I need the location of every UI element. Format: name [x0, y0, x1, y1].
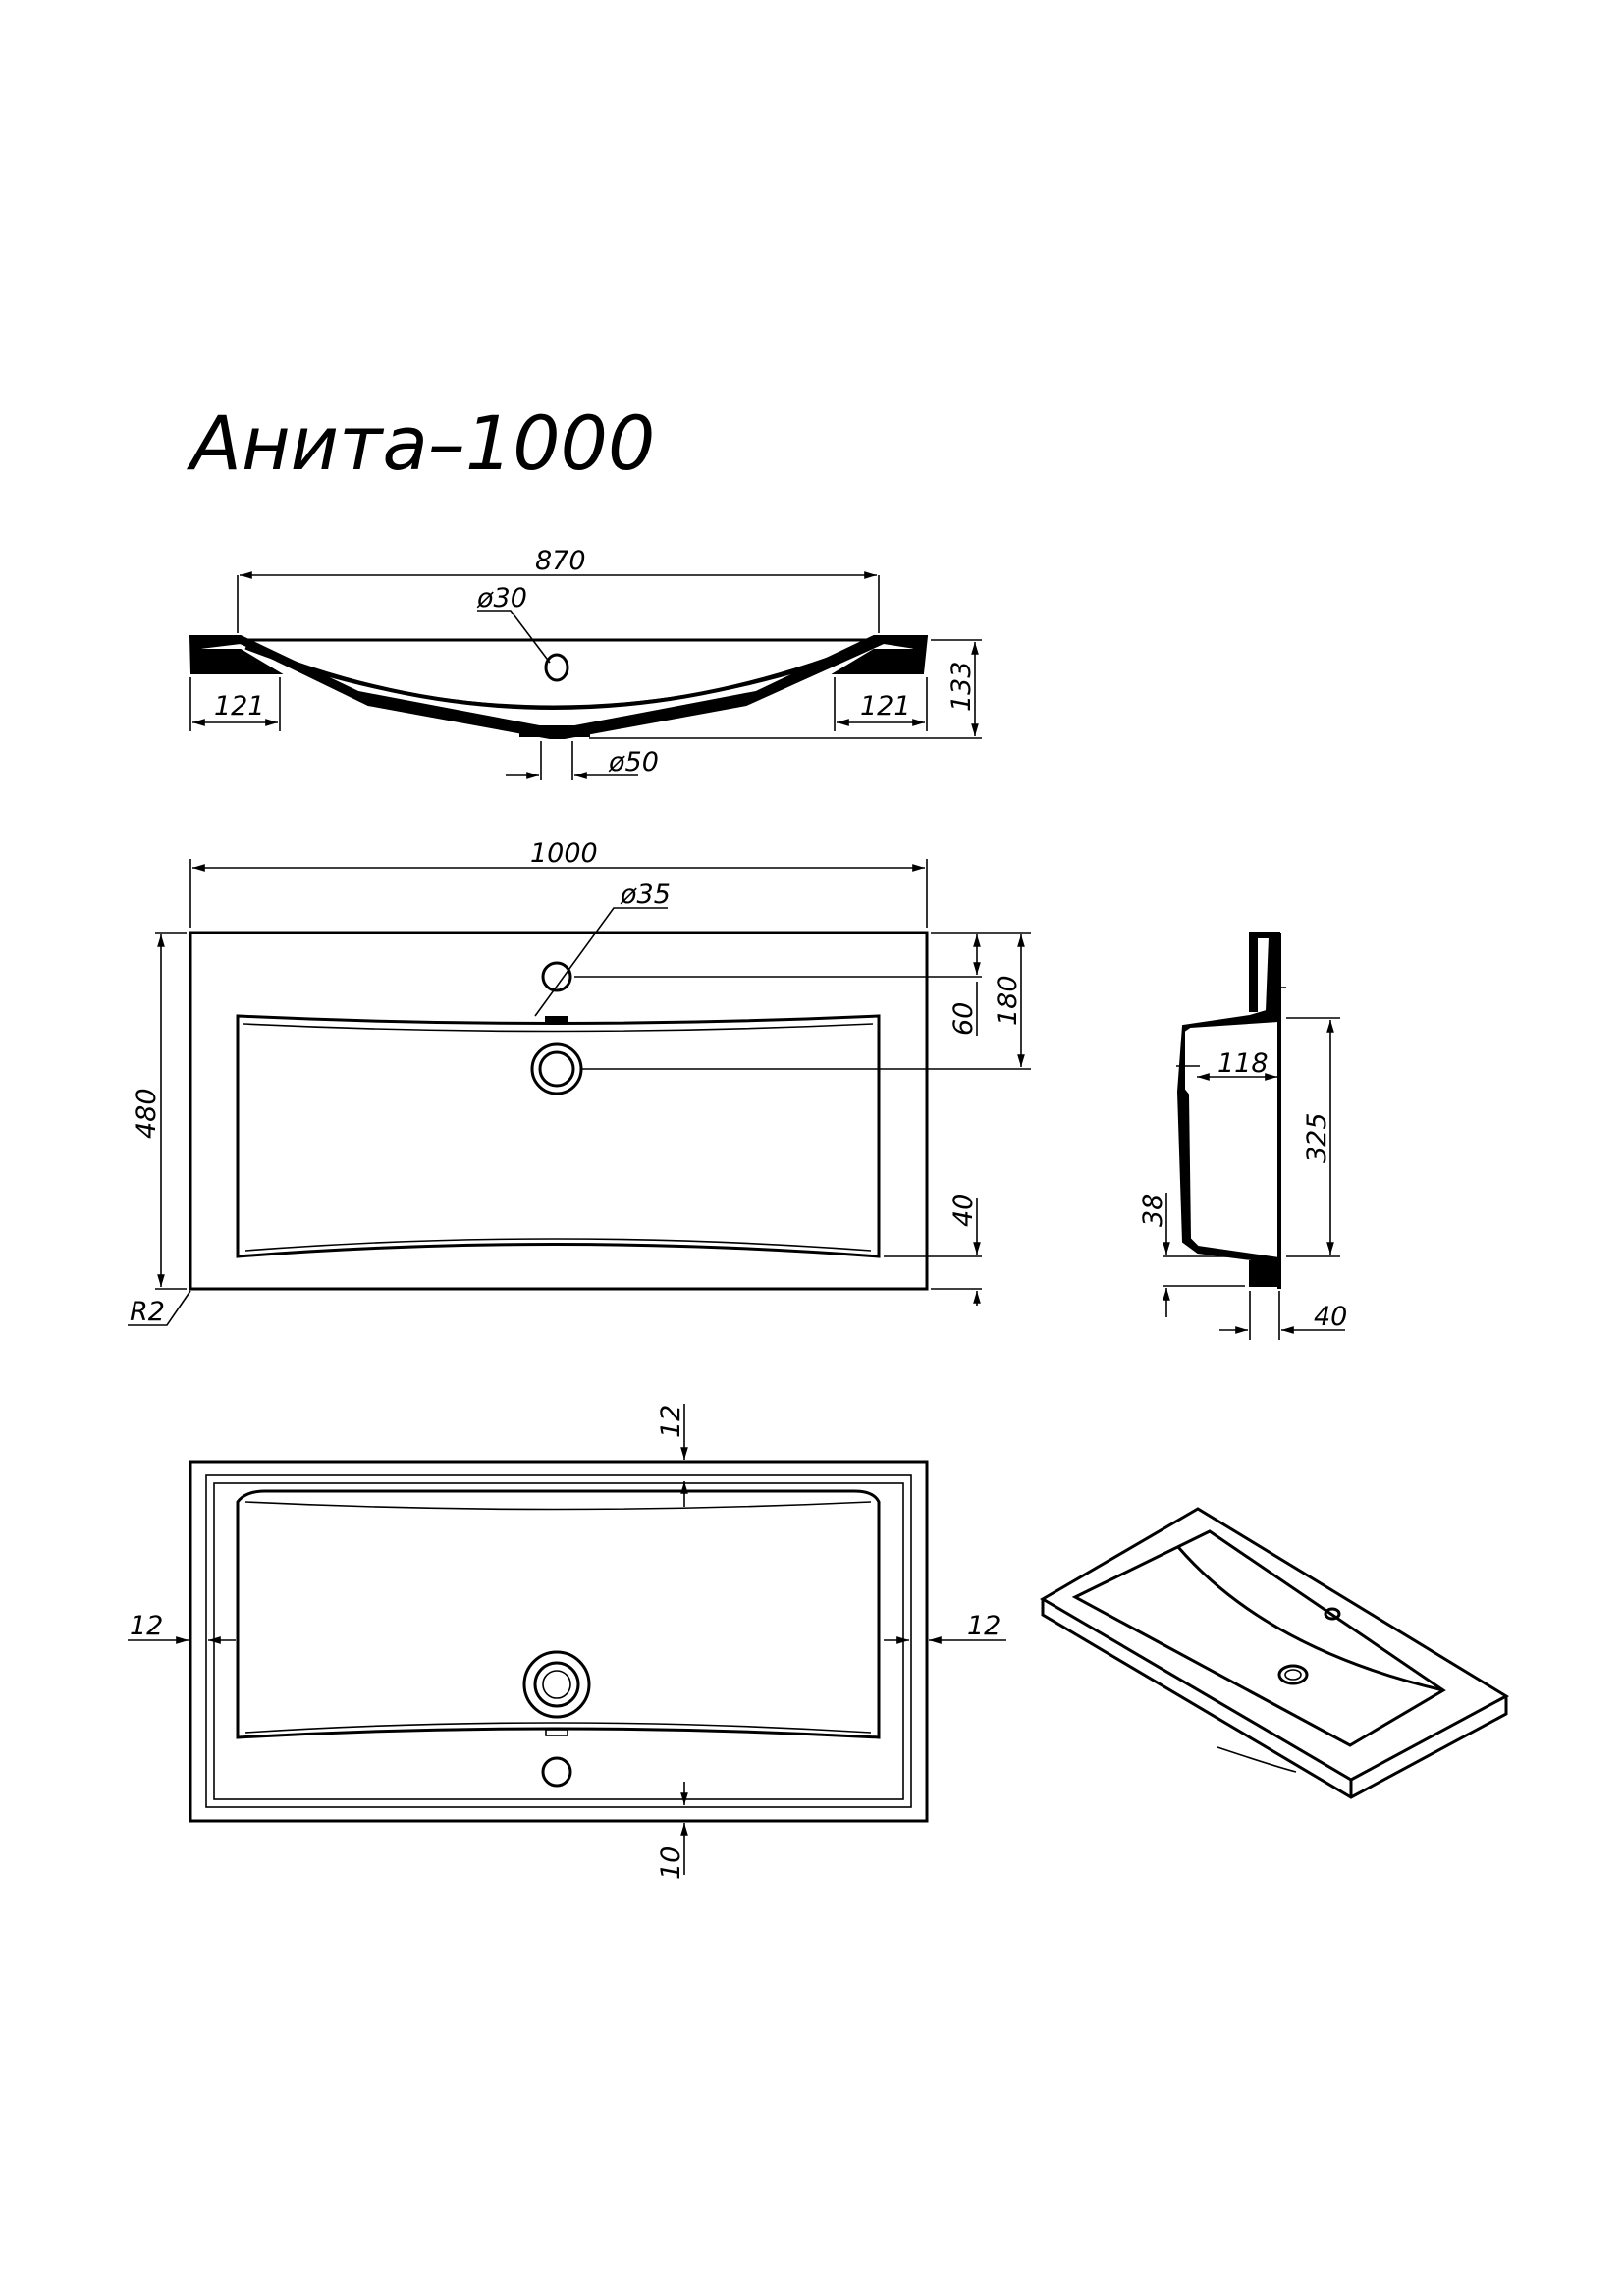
bottom-view: 12 12 12 10	[128, 1404, 1006, 1880]
dim-bottom-top-12: 12	[656, 1405, 686, 1438]
dim-depth-480: 480	[132, 1088, 162, 1139]
dim-bottom-right-12: 12	[967, 1611, 1001, 1641]
side-section-view: 118 325 38 40	[1138, 932, 1347, 1340]
dim-drain-50: ø50	[608, 747, 659, 777]
dim-870: 870	[535, 546, 586, 576]
dim-bottom-left-12: 12	[130, 1611, 163, 1641]
dim-tap-hole-35: ø35	[620, 880, 671, 910]
dim-38: 38	[1138, 1194, 1168, 1227]
dim-325: 325	[1302, 1112, 1332, 1163]
dim-height-133: 133	[947, 661, 977, 712]
dim-rim-right-121: 121	[860, 691, 911, 721]
plan-view: 1000 ø35 480 60 180 40 R2	[128, 838, 1031, 1327]
dim-bottom-10: 10	[656, 1846, 686, 1880]
front-section-view: 870 ø30 121 121 133 ø50	[189, 546, 982, 780]
dim-side-40: 40	[1314, 1302, 1347, 1332]
dim-tap-hole-30: ø30	[476, 583, 527, 614]
isometric-view	[1040, 1507, 1510, 1799]
dim-radius-r2: R2	[130, 1297, 165, 1327]
dim-118: 118	[1217, 1048, 1269, 1079]
dim-180: 180	[993, 975, 1023, 1026]
dim-60: 60	[948, 1002, 979, 1036]
dim-width-1000: 1000	[530, 838, 598, 869]
dim-40: 40	[948, 1194, 979, 1227]
drawing-title: Анита–1000	[186, 400, 655, 487]
dim-rim-left-121: 121	[214, 691, 265, 721]
